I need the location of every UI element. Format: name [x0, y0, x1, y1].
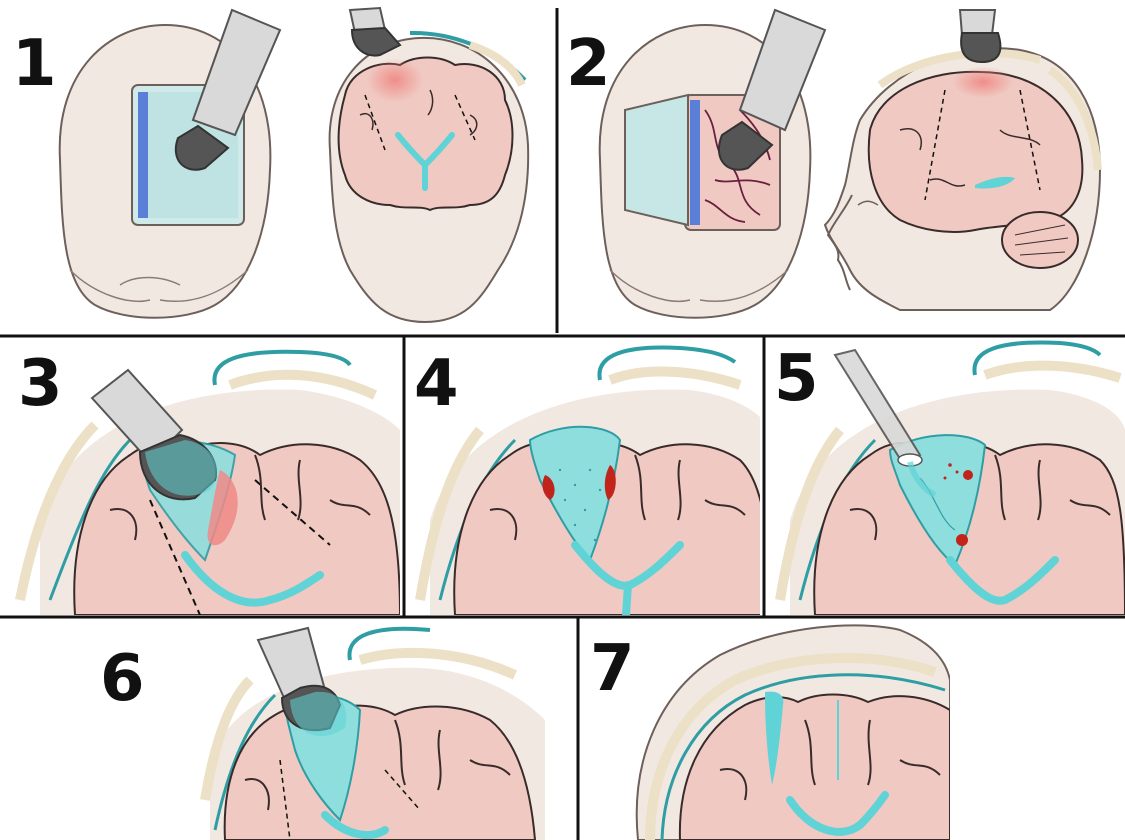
brain-section-3 [74, 443, 400, 615]
brain-section-6 [225, 706, 535, 840]
step-number-7: 7 [590, 632, 635, 706]
step-number-1: 1 [12, 27, 57, 101]
step-number-2: 2 [566, 27, 611, 101]
ultrasound-probe-coronal [350, 8, 400, 56]
step-number-6: 6 [100, 642, 145, 716]
ultrasound-probe-sagittal [960, 10, 1000, 62]
panel-7: 7 [590, 625, 950, 840]
lesion-spot [367, 58, 423, 102]
panel-1: 1 [12, 8, 528, 322]
panel-5: 5 [774, 342, 1125, 615]
cerebellum [1002, 212, 1078, 268]
coronal-head-view [330, 33, 529, 322]
panel-2: 2 [566, 10, 1100, 318]
lesion-sagittal [953, 66, 1013, 98]
step-number-5: 5 [774, 342, 819, 416]
dura-edge [138, 92, 148, 218]
panel-4: 4 [414, 347, 770, 615]
step-number-4: 4 [414, 347, 459, 421]
bone-flap [625, 95, 688, 225]
panel-3: 3 [18, 347, 400, 615]
sagittal-head-view [825, 48, 1100, 310]
panel-6: 6 [100, 628, 545, 840]
step-number-3: 3 [18, 347, 63, 421]
